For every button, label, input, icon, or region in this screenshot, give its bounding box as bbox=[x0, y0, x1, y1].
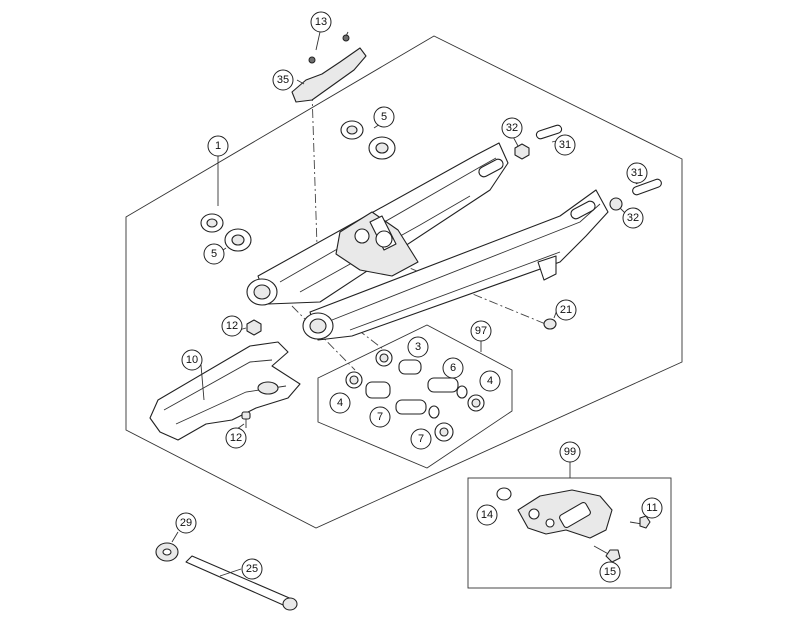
screw-12-bottom bbox=[241, 411, 251, 428]
assembly-line-bushing-rear bbox=[394, 261, 549, 326]
callout-97: 97 bbox=[470, 320, 492, 342]
callout-11: 11 bbox=[641, 497, 663, 519]
screw-15 bbox=[593, 545, 621, 563]
callout-32-top: 32 bbox=[501, 117, 523, 139]
chain-guide bbox=[517, 489, 613, 539]
chain-guide-kit-frame bbox=[467, 477, 672, 589]
callout-3: 3 bbox=[407, 336, 429, 358]
svg-text:4: 4 bbox=[487, 375, 493, 387]
callout-4-left: 4 bbox=[329, 392, 351, 414]
callout-7-right: 7 bbox=[410, 428, 432, 450]
callout-29: 29 bbox=[175, 512, 197, 534]
svg-text:5: 5 bbox=[381, 111, 387, 123]
screw-12-top bbox=[246, 319, 262, 336]
svg-text:21: 21 bbox=[560, 304, 572, 316]
svg-text:31: 31 bbox=[631, 167, 643, 179]
svg-text:31: 31 bbox=[559, 139, 571, 151]
bearing-kit-frame bbox=[317, 324, 513, 469]
callout-35: 35 bbox=[272, 69, 294, 91]
svg-text:25: 25 bbox=[246, 563, 258, 575]
svg-text:13: 13 bbox=[315, 16, 327, 28]
svg-text:35: 35 bbox=[277, 74, 289, 86]
callout-5-left: 5 bbox=[203, 243, 225, 265]
callout-32-right: 32 bbox=[622, 207, 644, 229]
assembly-line-bearing bbox=[343, 318, 393, 357]
svg-text:32: 32 bbox=[506, 122, 518, 134]
svg-text:14: 14 bbox=[481, 509, 493, 521]
callout-6: 6 bbox=[442, 357, 464, 379]
swingarm bbox=[246, 142, 609, 341]
callout-15: 15 bbox=[599, 561, 621, 583]
callout-10: 10 bbox=[181, 349, 203, 371]
pivot-bolt-nut-right bbox=[514, 124, 563, 160]
callout-1: 1 bbox=[207, 135, 229, 157]
swingarm-group-frame bbox=[125, 35, 683, 529]
svg-text:11: 11 bbox=[646, 502, 657, 514]
callout-14: 14 bbox=[476, 504, 498, 526]
axle-adjuster-right bbox=[609, 178, 662, 211]
callout-12-bottom: 12 bbox=[225, 427, 247, 449]
callout-25: 25 bbox=[241, 558, 263, 580]
callout-13: 13 bbox=[310, 11, 332, 33]
callout-21: 21 bbox=[555, 299, 577, 321]
seal-top bbox=[340, 120, 396, 160]
axle-adjuster-left bbox=[155, 542, 179, 562]
callout-31-right: 31 bbox=[626, 162, 648, 184]
chain-guard-bracket bbox=[291, 34, 367, 103]
assembly-line-guard bbox=[311, 91, 318, 247]
chain-slider bbox=[149, 341, 301, 441]
callout-7-left: 7 bbox=[369, 406, 391, 428]
svg-text:99: 99 bbox=[564, 446, 576, 458]
assembly-line-pivot bbox=[291, 305, 356, 371]
nut-21 bbox=[543, 318, 557, 330]
svg-text:6: 6 bbox=[450, 362, 456, 374]
svg-text:5: 5 bbox=[211, 248, 217, 260]
callout-31-top: 31 bbox=[554, 134, 576, 156]
seal-left bbox=[200, 213, 252, 252]
pivot-boss-left bbox=[302, 312, 334, 340]
pivot-boss-right bbox=[246, 278, 278, 306]
callout-12-top: 12 bbox=[221, 315, 243, 337]
svg-text:12: 12 bbox=[230, 432, 242, 444]
svg-text:4: 4 bbox=[337, 397, 343, 409]
svg-text:10: 10 bbox=[186, 354, 198, 366]
svg-text:12: 12 bbox=[226, 320, 238, 332]
spacer-14 bbox=[496, 487, 512, 501]
svg-text:15: 15 bbox=[604, 566, 616, 578]
callout-5-top: 5 bbox=[373, 106, 395, 128]
bearing-kit-parts bbox=[345, 349, 485, 442]
callout-4-right: 4 bbox=[479, 370, 501, 392]
callout-99: 99 bbox=[559, 441, 581, 463]
svg-text:97: 97 bbox=[475, 325, 487, 337]
svg-text:7: 7 bbox=[418, 433, 424, 445]
screw-11 bbox=[629, 515, 651, 529]
axle bbox=[185, 555, 298, 611]
svg-text:29: 29 bbox=[180, 517, 192, 529]
svg-text:3: 3 bbox=[415, 341, 421, 353]
svg-text:32: 32 bbox=[627, 212, 639, 224]
svg-text:1: 1 bbox=[215, 140, 221, 152]
svg-text:7: 7 bbox=[377, 411, 383, 423]
